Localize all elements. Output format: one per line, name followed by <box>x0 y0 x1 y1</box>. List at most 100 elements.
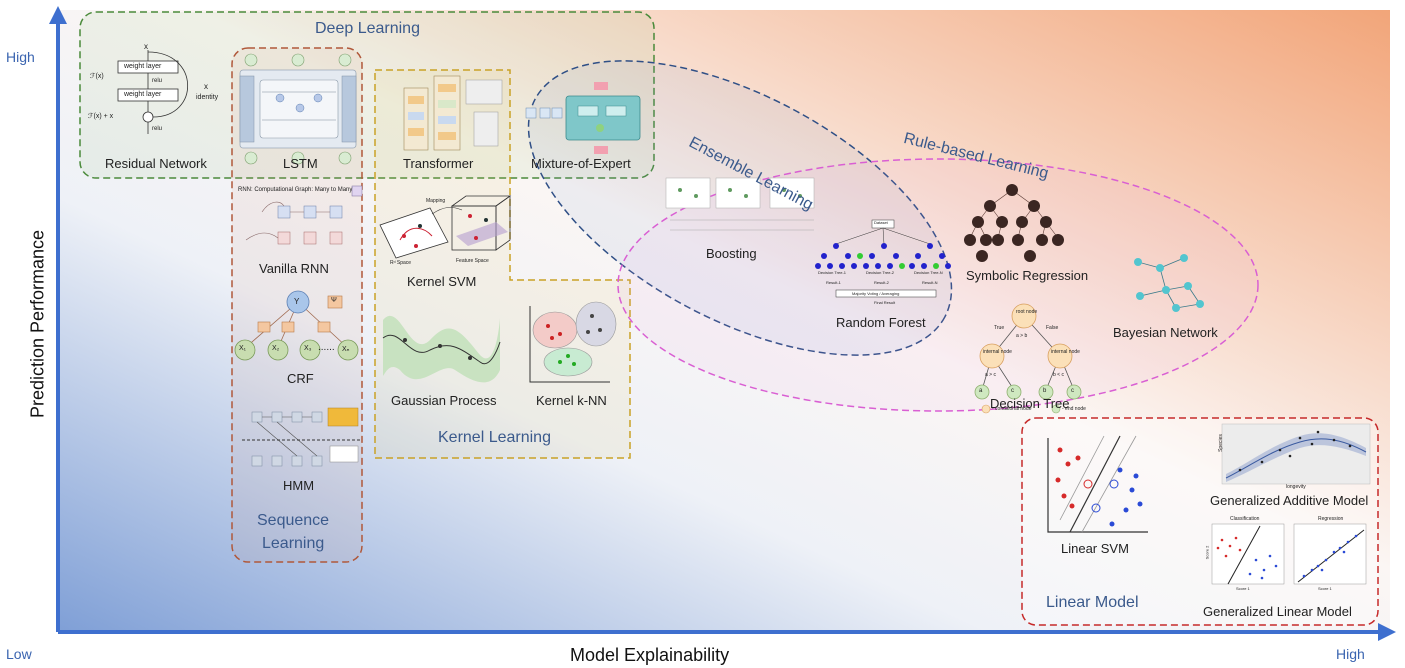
glm-classification-thumbnail <box>1211 523 1285 585</box>
rf-result-2: Result-2 <box>874 280 889 285</box>
rf-result-n: Result-N <box>922 280 938 285</box>
dt-leaf-b: b <box>1043 388 1047 394</box>
dt-legend-conditional: - conditional node <box>992 406 1032 412</box>
mixture-of-expert-label: Mixture-of-Expert <box>531 156 631 171</box>
decision-tree-thumbnail <box>974 303 1082 414</box>
glm-score-2: Score 2 <box>1204 545 1210 560</box>
linear-model-label: Linear Model <box>1046 594 1139 611</box>
residual-network-thumbnail <box>117 50 188 134</box>
vanilla-rnn-thumbnail <box>245 185 363 245</box>
y-axis-arrow <box>49 6 67 24</box>
kernel-svm-thumbnail <box>379 195 512 259</box>
crf-x1: X₁ <box>239 345 247 352</box>
crf-y: Y <box>294 297 300 306</box>
lstm-thumbnail <box>239 53 357 165</box>
kernel-learning-label: Kernel Learning <box>438 429 551 446</box>
glm-regression-title: Regression <box>1318 516 1344 522</box>
glm-score-1-left: Score 1 <box>1236 586 1250 591</box>
sequence-learning-label-line2: Learning <box>262 535 325 552</box>
rf-dataset: Dataset <box>874 220 888 225</box>
residual-weight-layer-2: weight layer <box>124 91 162 98</box>
dt-leaf-a: a <box>979 388 983 394</box>
rf-tree-1: Decision Tree-1 <box>818 270 847 275</box>
gam-thumbnail <box>1221 423 1371 485</box>
bayesian-network-label: Bayesian Network <box>1113 325 1218 340</box>
linear-svm-thumbnail <box>1047 435 1148 533</box>
residual-fx-text: ℱ(x) <box>90 73 104 80</box>
hmm-label: HMM <box>283 478 315 493</box>
kernel-svm-mapping: Mapping <box>426 198 446 204</box>
crf-label: CRF <box>287 371 314 386</box>
boosting-label: Boosting <box>706 246 757 261</box>
kernel-knn-label: Kernel k-NN <box>536 393 607 408</box>
residual-fx-plus-x: ℱ(x) + x <box>88 113 114 120</box>
residual-relu-2: relu <box>152 126 163 132</box>
rf-tree-n: Decision Tree-N <box>914 270 943 275</box>
rnn-thumbnail-title: RNN: Computational Graph: Many to Many <box>238 187 353 193</box>
residual-identity: identity <box>196 94 219 101</box>
symbolic-regression-thumbnail <box>964 184 1064 262</box>
x-axis-low-label: Low <box>6 646 32 662</box>
y-axis-label: Prediction Performance <box>27 229 48 419</box>
gaussian-process-thumbnail <box>382 315 501 383</box>
crf-x2: X₂ <box>272 345 280 352</box>
dt-true-1: True <box>994 325 1005 331</box>
dt-legend-end: - end node <box>1062 406 1086 412</box>
rf-tree-2: Decision Tree-2 <box>866 270 895 275</box>
crf-x3: X₃ <box>304 345 312 352</box>
dt-root-node: root node <box>1016 309 1038 315</box>
deep-learning-label: Deep Learning <box>315 20 420 37</box>
kernel-svm-feature-space: Feature Space <box>456 258 489 264</box>
rf-voting: Majority Voting / Averaging <box>852 291 900 296</box>
dt-false-1: False <box>1046 325 1059 331</box>
gam-label: Generalized Additive Model <box>1210 493 1369 508</box>
glm-score-1-right: Score 1 <box>1318 586 1332 591</box>
kernel-svm-label: Kernel SVM <box>407 274 477 289</box>
mixture-of-expert-thumbnail <box>525 82 641 154</box>
residual-weight-layer-1: weight layer <box>124 63 162 70</box>
random-forest-thumbnail <box>815 219 951 298</box>
glm-classification-title: Classification <box>1230 516 1260 522</box>
crf-thumbnail <box>234 290 359 361</box>
crf-psi: Ψ <box>331 297 337 304</box>
dt-leaf-c1: c <box>1011 388 1014 394</box>
transformer-thumbnail <box>403 75 503 151</box>
kernel-svm-rd-space: Rᵈ Space <box>390 260 412 266</box>
decision-tree-label: Decision Tree <box>990 396 1070 411</box>
x-axis-high-label: High <box>1336 646 1365 662</box>
linear-svm-label: Linear SVM <box>1061 541 1129 556</box>
dt-internal-node-left: internal node <box>983 349 1012 355</box>
residual-identity-x: x <box>204 82 208 91</box>
dt-ac: a > c <box>985 372 996 378</box>
gaussian-process-label: Gaussian Process <box>391 393 497 408</box>
dt-internal-node-right: internal node <box>1051 349 1080 355</box>
crf-dots: ...... <box>318 342 335 353</box>
glm-regression-thumbnail <box>1293 523 1367 585</box>
symbolic-regression-label: Symbolic Regression <box>966 268 1089 283</box>
rf-result-1: Result-1 <box>826 280 841 285</box>
dt-leaf-c2: c <box>1071 388 1074 394</box>
lstm-label: LSTM <box>283 156 318 171</box>
x-axis-arrow <box>1378 623 1396 641</box>
boosting-thumbnail <box>665 177 815 231</box>
hmm-thumbnail <box>242 407 360 467</box>
residual-network-label: Residual Network <box>105 156 207 171</box>
dt-bc: b < c <box>1053 372 1064 378</box>
transformer-label: Transformer <box>403 156 474 171</box>
residual-x-text: x <box>144 42 148 51</box>
rf-final-result: Final Result <box>874 300 896 305</box>
rule-based-learning-region <box>617 158 1259 412</box>
dt-ab: a > b <box>1016 333 1028 339</box>
glm-label: Generalized Linear Model <box>1203 604 1352 619</box>
random-forest-label: Random Forest <box>836 315 926 330</box>
x-axis-label: Model Explainability <box>570 645 730 665</box>
gam-y-label: Species <box>1217 434 1224 452</box>
crf-xn: Xₙ <box>342 346 350 353</box>
gam-x-label: longevity <box>1286 484 1306 490</box>
sequence-learning-label-line1: Sequence <box>257 512 330 529</box>
bayesian-network-thumbnail <box>1134 254 1204 312</box>
residual-relu-1: relu <box>152 78 163 84</box>
y-axis-high-label: High <box>6 49 35 65</box>
